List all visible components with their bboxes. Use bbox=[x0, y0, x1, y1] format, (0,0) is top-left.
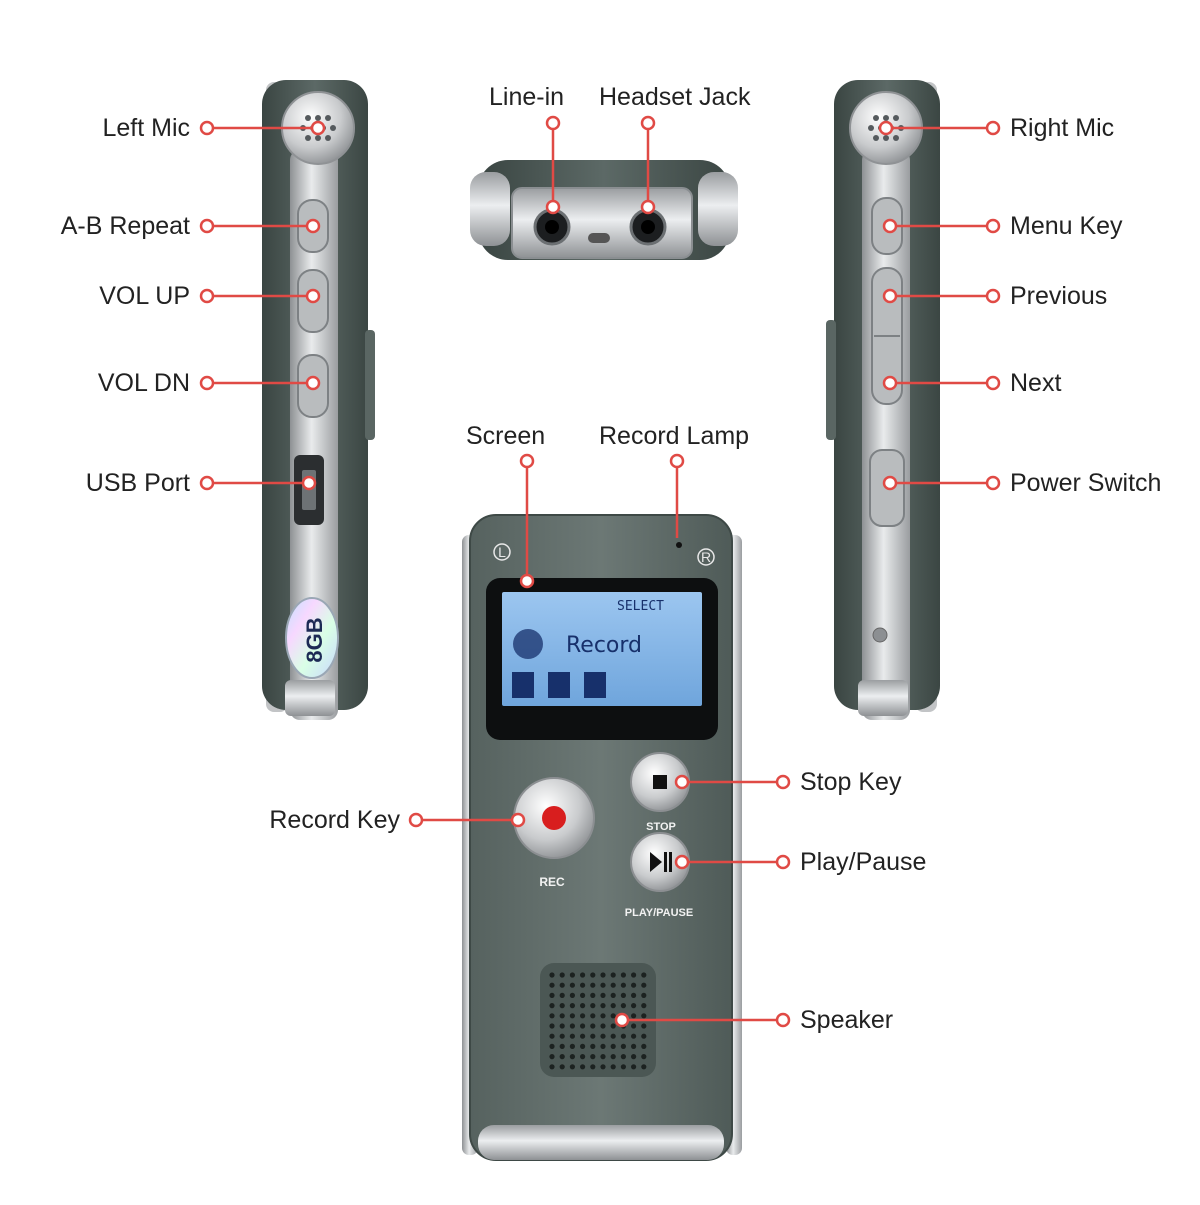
label-usb-port: USB Port bbox=[85, 469, 190, 497]
label-vol-dn: VOL DN bbox=[97, 369, 190, 397]
label-previous: Previous bbox=[1010, 282, 1108, 310]
label-record-key: Record Key bbox=[269, 806, 400, 834]
label-ab-repeat: A-B Repeat bbox=[60, 212, 190, 240]
label-right-mic: Right Mic bbox=[1010, 114, 1115, 142]
label-next: Next bbox=[1010, 369, 1062, 397]
label-headset-jack: Headset Jack bbox=[599, 83, 751, 111]
front-view bbox=[462, 514, 742, 1161]
label-menu-key: Menu Key bbox=[1010, 212, 1123, 240]
label-line-in: Line-in bbox=[489, 83, 565, 111]
left-channel-mark: L bbox=[498, 544, 506, 560]
lcd-select-text: SELECT bbox=[617, 599, 664, 614]
label-screen: Screen bbox=[466, 422, 546, 450]
label-stop-key: Stop Key bbox=[800, 768, 902, 796]
callout-dots bbox=[199, 115, 1001, 1028]
label-left-mic: Left Mic bbox=[102, 114, 190, 142]
speaker-grille bbox=[549, 972, 647, 1070]
label-record-lamp: Record Lamp bbox=[599, 422, 750, 450]
lcd-mode-text: Record bbox=[566, 633, 642, 658]
callout-lines bbox=[214, 126, 986, 1022]
lcd-icons bbox=[512, 629, 606, 698]
rec-button-label: REC bbox=[539, 875, 565, 889]
capacity-badge: 8GB bbox=[302, 617, 327, 662]
top-view bbox=[470, 160, 738, 260]
label-play-pause: Play/Pause bbox=[800, 848, 927, 876]
play-pause-button-label: PLAY/PAUSE bbox=[625, 907, 693, 919]
label-speaker: Speaker bbox=[800, 1006, 894, 1034]
stop-button-label: STOP bbox=[646, 821, 676, 833]
right-side-view bbox=[826, 80, 940, 720]
label-power-switch: Power Switch bbox=[1010, 469, 1162, 497]
label-vol-up: VOL UP bbox=[99, 282, 190, 310]
left-side-view: 8GB bbox=[262, 80, 375, 720]
right-channel-mark: R bbox=[701, 549, 711, 565]
